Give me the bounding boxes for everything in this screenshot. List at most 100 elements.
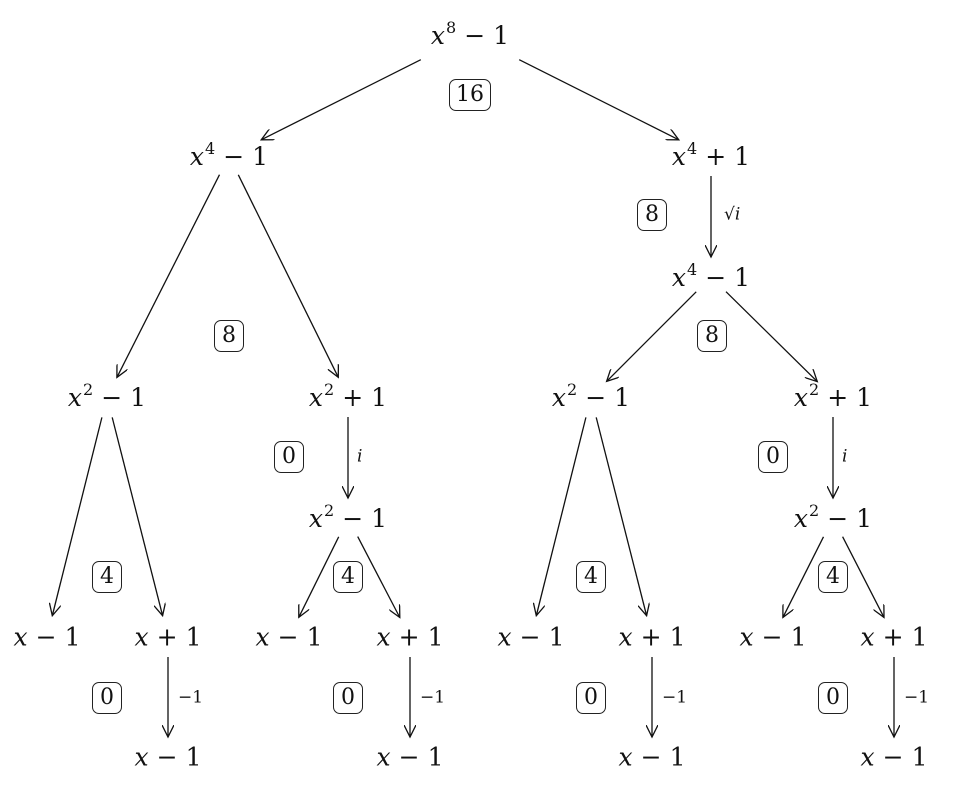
node-leaf: x−1 <box>498 625 565 650</box>
node-constant: 1 <box>856 504 873 534</box>
node-operator: + <box>342 383 364 413</box>
node-right-left-level2: x2−1 <box>551 381 630 413</box>
node-final: x−1 <box>377 745 444 770</box>
node-exponent: 4 <box>205 138 216 158</box>
cost-badge: 8 <box>637 199 667 231</box>
node-variable: x <box>860 622 875 652</box>
edge-arrow-n5-n12 <box>111 417 162 615</box>
node-constant: 1 <box>911 742 928 772</box>
node-right-substituted: x4−1 <box>672 261 751 293</box>
node-left-right-level2: x2+1 <box>308 381 387 413</box>
node-constant: 1 <box>427 742 444 772</box>
cost-badge: 0 <box>576 682 606 714</box>
node-variable: x <box>793 504 809 534</box>
node-constant: 1 <box>911 622 928 652</box>
node-variable: x <box>618 622 633 652</box>
node-right-level1: x4+1 <box>672 140 751 172</box>
node-operator: − <box>342 504 364 534</box>
cost-badge: 8 <box>697 320 727 352</box>
node-variable: x <box>376 742 391 772</box>
node-constant: 1 <box>185 742 202 772</box>
node-constant: 1 <box>669 742 686 772</box>
node-variable: x <box>551 383 567 413</box>
node-operator: − <box>827 504 849 534</box>
edge-arrow-n4-n7 <box>607 291 697 382</box>
node-final: x−1 <box>619 745 686 770</box>
edge-arrow-n4-n8 <box>725 291 817 382</box>
node-variable: x <box>134 622 149 652</box>
node-operator: − <box>585 383 607 413</box>
edge-arrow-n1-n2 <box>261 59 422 140</box>
edge-arrow-n5-n11 <box>52 417 103 615</box>
node-variable: x <box>13 622 28 652</box>
node-left-left-level2: x2−1 <box>67 381 146 413</box>
node-right-right-level2: x2+1 <box>794 381 873 413</box>
edge-arrow-n9-n13 <box>299 536 340 618</box>
node-operator: + <box>156 622 178 652</box>
node-leaf: x−1 <box>256 625 323 650</box>
edge-arrow-n2-n6 <box>237 174 338 377</box>
node-exponent: 4 <box>687 259 698 279</box>
cost-badge: 4 <box>92 561 122 593</box>
node-variable: x <box>308 504 324 534</box>
node-variable: x <box>860 742 875 772</box>
node-constant: 1 <box>427 622 444 652</box>
node-operator: − <box>640 742 662 772</box>
node-operator: + <box>827 383 849 413</box>
edge-label-minus-one: −1 <box>420 687 446 708</box>
node-exponent: 8 <box>446 17 457 37</box>
node-exponent: 2 <box>324 379 335 399</box>
cost-badge: 0 <box>274 441 304 473</box>
node-variable: x <box>308 383 324 413</box>
node-variable: x <box>430 21 446 51</box>
node-constant: 1 <box>548 622 565 652</box>
edge-label-i: i <box>357 446 363 467</box>
node-exponent: 2 <box>83 379 94 399</box>
node-variable: x <box>618 742 633 772</box>
edge-arrow-n2-n5 <box>117 174 221 378</box>
node-constant: 1 <box>734 263 751 293</box>
cost-badge: 8 <box>214 320 244 352</box>
node-constant: 1 <box>185 622 202 652</box>
node-variable: x <box>497 622 512 652</box>
node-variable: x <box>134 742 149 772</box>
node-operator: + <box>398 622 420 652</box>
cost-badge: 0 <box>818 682 848 714</box>
node-operator: − <box>519 622 541 652</box>
node-final: x−1 <box>135 745 202 770</box>
node-left-substituted-level2: x2−1 <box>308 502 388 534</box>
node-constant: 1 <box>856 383 873 413</box>
edge-arrow-n7-n16 <box>595 417 646 615</box>
node-operator: − <box>35 622 57 652</box>
node-constant: 1 <box>734 142 751 172</box>
edge-arrow-n10-n17 <box>783 536 825 618</box>
node-variable: x <box>376 622 391 652</box>
node-variable: x <box>67 383 83 413</box>
cost-badge: 0 <box>758 441 788 473</box>
node-root: x8−1 <box>430 19 510 51</box>
node-leaf: x+1 <box>861 625 928 650</box>
node-operator: + <box>705 142 727 172</box>
node-right-substituted-level2: x2−1 <box>793 502 873 534</box>
node-exponent: 4 <box>687 138 698 158</box>
node-final: x−1 <box>861 745 928 770</box>
cost-badge: 0 <box>92 682 122 714</box>
node-constant: 1 <box>790 622 807 652</box>
cost-badge: 4 <box>333 561 363 593</box>
node-leaf: x+1 <box>619 625 686 650</box>
edge-label-minus-one: −1 <box>662 687 688 708</box>
node-leaf: x+1 <box>135 625 202 650</box>
edge-label-i: i <box>842 446 848 467</box>
node-variable: x <box>189 142 205 172</box>
node-constant: 1 <box>493 21 510 51</box>
edge-label-minus-one: −1 <box>904 687 930 708</box>
cost-badge: 4 <box>818 561 848 593</box>
cost-badge: 4 <box>576 561 606 593</box>
node-operator: + <box>640 622 662 652</box>
node-operator: + <box>882 622 904 652</box>
node-left-level1: x4−1 <box>189 140 269 172</box>
node-operator: − <box>882 742 904 772</box>
node-operator: − <box>761 622 783 652</box>
node-constant: 1 <box>252 142 269 172</box>
node-constant: 1 <box>371 504 388 534</box>
